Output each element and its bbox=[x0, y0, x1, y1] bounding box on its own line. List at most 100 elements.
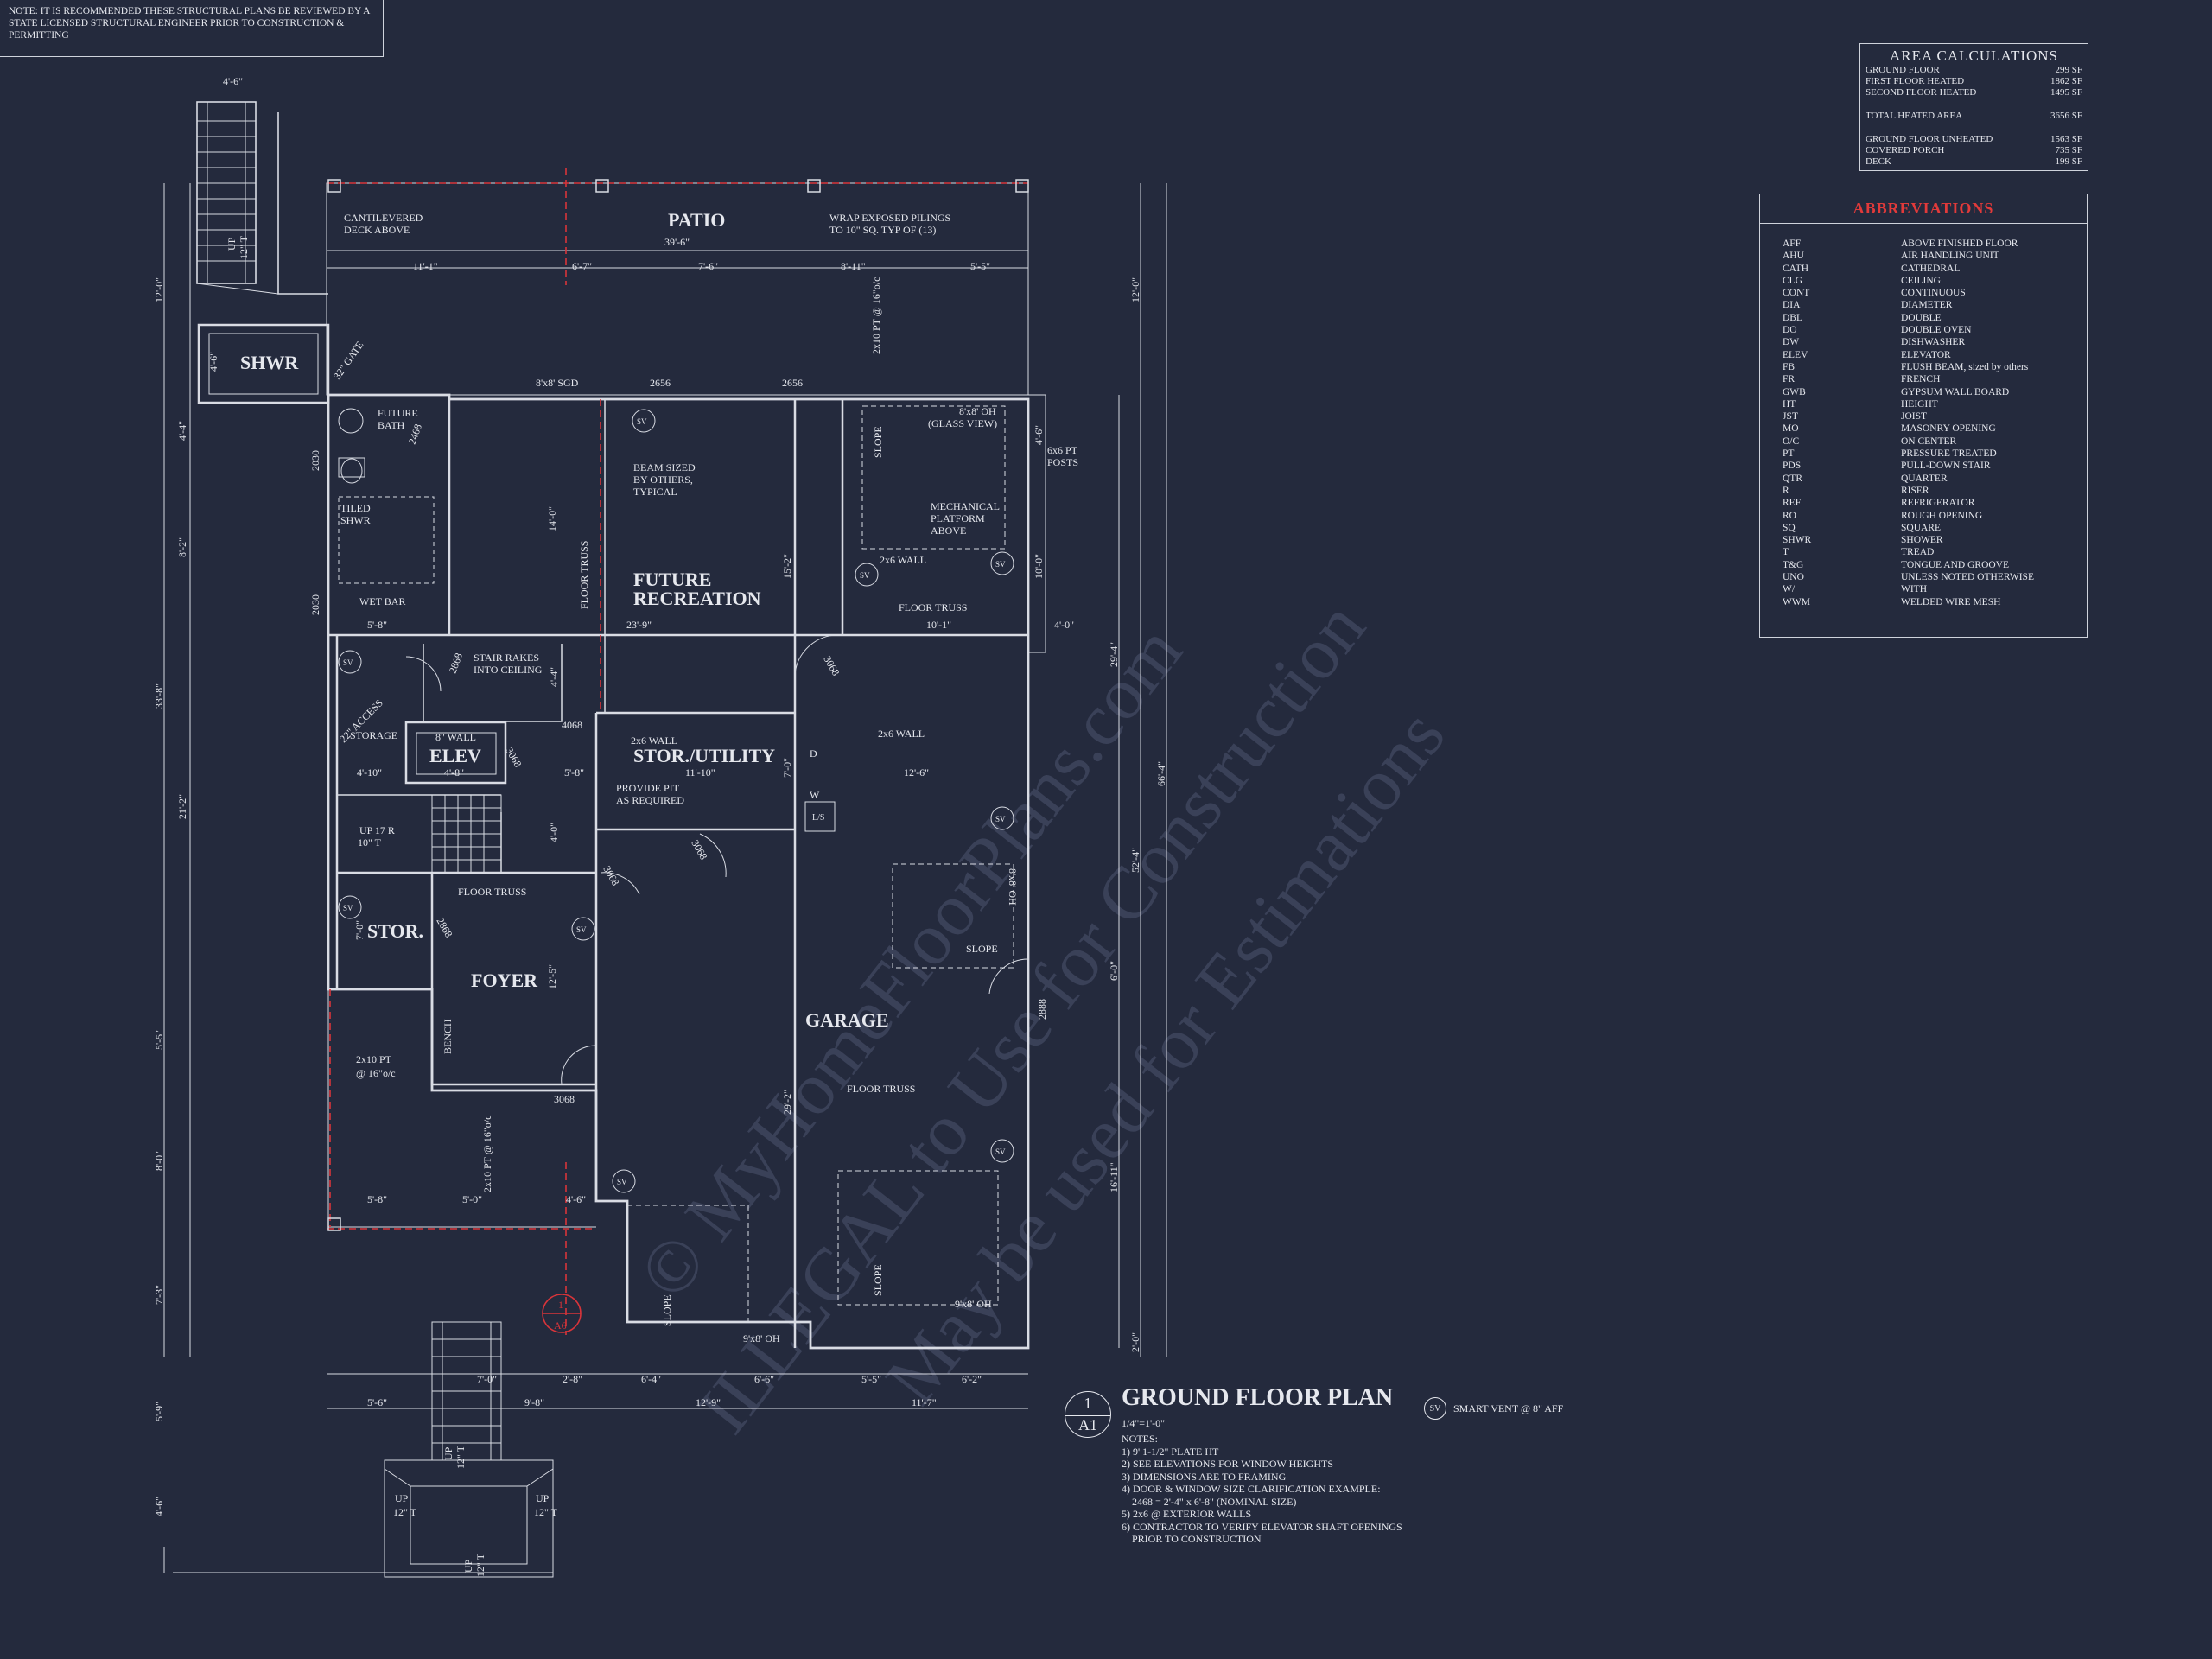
label-mech-1: MECHANICAL bbox=[931, 500, 1000, 512]
abbreviation-key: PT bbox=[1783, 448, 1795, 460]
dim-b46: 4'-6" bbox=[566, 1193, 586, 1205]
dim-b50: 5'-0" bbox=[462, 1193, 482, 1205]
label-up17: UP 17 R bbox=[359, 824, 395, 836]
abbreviation-value: TREAD bbox=[1901, 547, 1935, 558]
dim-right-6: 6'-0" bbox=[1108, 961, 1120, 981]
abbreviation-key: SHWR bbox=[1783, 535, 1812, 546]
label-up10: 10" T bbox=[358, 836, 382, 849]
structural-note: NOTE: IT IS RECOMMENDED THESE STRUCTURAL… bbox=[0, 0, 384, 57]
section-marker bbox=[542, 1294, 582, 1333]
label-up-a: UP bbox=[226, 237, 238, 251]
label-mech-2: PLATFORM bbox=[931, 512, 985, 524]
label-up-d2: 12" T bbox=[534, 1506, 558, 1518]
abbreviation-value: SHOWER bbox=[1901, 535, 1943, 546]
label-up-c2: 12" T bbox=[393, 1506, 417, 1518]
abbreviation-value: RISER bbox=[1901, 485, 1929, 496]
label-slope-b: SLOPE bbox=[966, 943, 998, 955]
label-beam-2: BY OTHERS, bbox=[633, 474, 693, 486]
abbreviation-key: PDS bbox=[1783, 461, 1802, 472]
abbreviation-row: ELEV ELEVATOR bbox=[1783, 349, 2087, 361]
label-future-bath-2: BATH bbox=[378, 419, 405, 431]
sv-5: SV bbox=[995, 815, 1006, 823]
label-storage: STORAGE bbox=[350, 729, 397, 741]
dim-left-5b: 5'-9" bbox=[153, 1402, 165, 1421]
abbreviation-value: ABOVE FINISHED FLOOR bbox=[1901, 238, 2018, 249]
abbreviation-value: AIR HANDLING UNIT bbox=[1901, 251, 1999, 262]
abbreviation-key: AFF bbox=[1783, 238, 1802, 249]
abbreviation-key: CONT bbox=[1783, 288, 1810, 299]
abbreviation-key: ELEV bbox=[1783, 349, 1808, 360]
label-oh-rear2: 9'x8' OH bbox=[743, 1332, 780, 1344]
label-2x6-b: 2x6 WALL bbox=[631, 734, 677, 747]
label-oh-rear: 9'x8' OH bbox=[955, 1298, 992, 1310]
note-line: 5) 2x6 @ EXTERIOR WALLS bbox=[1122, 1508, 1252, 1520]
abbreviation-key: DO bbox=[1783, 325, 1797, 336]
abbreviation-key: QTR bbox=[1783, 473, 1802, 484]
dim-left-12: 12'-0" bbox=[153, 277, 165, 302]
label-sgd: 8'x8' SGD bbox=[536, 377, 579, 389]
label-w: W bbox=[810, 789, 820, 801]
smart-vent-text: SMART VENT @ 8" AFF bbox=[1453, 1402, 1564, 1414]
label-pit-1: PROVIDE PIT bbox=[616, 782, 680, 794]
drawing-number-bubble: 1 A1 bbox=[1065, 1391, 1111, 1438]
label-8-wall: 8" WALL bbox=[435, 731, 476, 743]
dim-stair-h: 4'-0" bbox=[548, 823, 560, 842]
abbreviation-key: T bbox=[1783, 547, 1789, 558]
abbreviation-value: TONGUE AND GROOVE bbox=[1901, 559, 2010, 570]
dim-foy-h: 12'-5" bbox=[546, 964, 558, 989]
dim-elev-w: 4'-8" bbox=[444, 766, 464, 779]
dim-bb-129: 12'-9" bbox=[696, 1396, 721, 1408]
dim-right-10: 10'-0" bbox=[1033, 554, 1045, 579]
sv-2: SV bbox=[860, 571, 870, 580]
dim-sw-h: 4'-6" bbox=[207, 352, 219, 372]
label-oh-glass-2: (GLASS VIEW) bbox=[928, 417, 997, 429]
dim-t5: 5'-5" bbox=[970, 260, 990, 272]
abbreviation-value: CEILING bbox=[1901, 275, 1941, 286]
label-up-c: UP bbox=[395, 1492, 409, 1504]
dim-util-h: 7'-0" bbox=[781, 758, 793, 778]
abbreviation-value: MASONRY OPENING bbox=[1901, 423, 1996, 435]
label-floor-truss-a: FLOOR TRUSS bbox=[899, 601, 967, 613]
dim-t2: 6'-7" bbox=[572, 260, 592, 272]
abbreviation-row: CLG CEILING bbox=[1783, 275, 2087, 287]
dim-gar-w: 12'-6" bbox=[904, 766, 929, 779]
label-2x6-c: 2x6 WALL bbox=[878, 728, 925, 740]
note-line: NOTES: bbox=[1122, 1433, 1158, 1445]
sheet-number: A1 bbox=[1065, 1415, 1110, 1434]
abbreviation-key: HT bbox=[1783, 398, 1796, 410]
sv-6: SV bbox=[343, 904, 353, 912]
label-cantilevered-2: DECK ABOVE bbox=[344, 224, 410, 236]
abbreviation-key: FB bbox=[1783, 361, 1796, 372]
abbreviation-key: CLG bbox=[1783, 275, 1802, 286]
dim-post-w: 4'-0" bbox=[1054, 619, 1074, 631]
dim-wall-w: 5'-8" bbox=[564, 766, 584, 779]
abbreviation-value: QUARTER bbox=[1901, 473, 1948, 484]
drawing-title: GROUND FLOOR PLAN bbox=[1122, 1384, 1394, 1414]
label-posts-1: 6x6 PT bbox=[1047, 444, 1078, 456]
abbreviation-value: ELEVATOR bbox=[1901, 349, 1951, 360]
abbreviation-value: ON CENTER bbox=[1901, 435, 1957, 447]
label-2656b: 2656 bbox=[782, 377, 803, 389]
dim-b58: 5'-8" bbox=[367, 1193, 387, 1205]
label-3068a: 3068 bbox=[821, 654, 842, 678]
dim-right-4: 4'-6" bbox=[1033, 425, 1045, 445]
dim-overall-top: 39'-6" bbox=[664, 236, 690, 248]
sv-8: SV bbox=[995, 1147, 1006, 1156]
abbreviation-value: WELDED WIRE MESH bbox=[1901, 596, 2001, 607]
dim-top-stair: 4'-6" bbox=[223, 75, 243, 87]
